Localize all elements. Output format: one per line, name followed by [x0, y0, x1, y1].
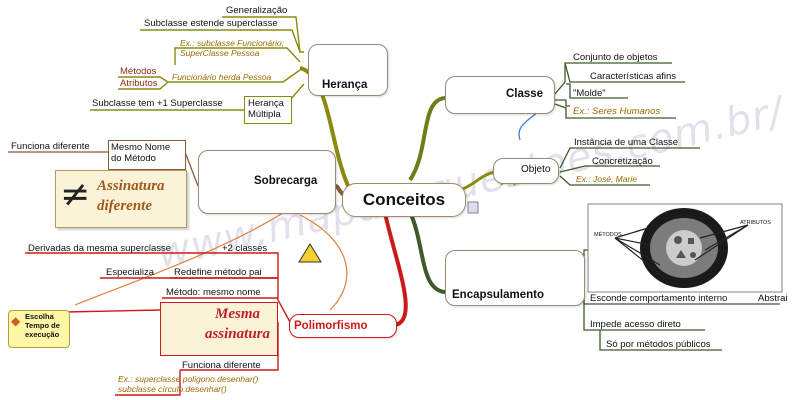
polim-mesma-assinatura: Mesma assinatura: [204, 306, 271, 342]
heranca-atributos: Atributos: [120, 78, 158, 89]
encapsulation-diagram: [587, 203, 783, 293]
classe-node[interactable]: [445, 76, 555, 114]
heranca-exemplo: Ex.: subclasse Funcionário; SuperClasse …: [180, 38, 284, 58]
central-label: Conceitos: [362, 190, 446, 209]
encapsulamento-so-metodos: Só por métodos públicos: [606, 339, 711, 350]
polimorfismo-label: Polimorfismo: [294, 320, 368, 332]
sobrecarga-node[interactable]: [198, 150, 336, 214]
heranca-metodos: Métodos: [120, 66, 157, 77]
encapsulamento-diagram-atributos: ATRIBUTOS: [740, 220, 771, 226]
polim-duas-classes: +2 classes: [222, 243, 268, 254]
encapsulamento-impede: Impede acesso direto: [590, 319, 681, 330]
classe-caracteristicas: Características afins: [590, 71, 677, 82]
encapsulamento-esconde: Esconde comportamento interno: [590, 293, 728, 304]
sobrecarga-funciona: Funciona diferente: [11, 141, 90, 152]
encapsulamento-abstrai: Abstrai: [758, 293, 788, 304]
polim-metodo-nome: Método: mesmo nome: [166, 287, 261, 298]
polim-derivadas: Derivadas da mesma superclasse: [28, 243, 172, 254]
encapsulamento-node[interactable]: [445, 250, 585, 306]
heranca-subclasse-mais: Subclasse tem +1 Superclasse: [92, 98, 223, 109]
classe-label: Classe: [506, 88, 544, 100]
mesma-assinatura-card: [160, 302, 278, 356]
classe-conjunto: Conjunto de objetos: [573, 52, 658, 63]
objeto-label: Objeto: [521, 164, 551, 175]
polim-exemplo: Ex.: superclasse poligono.desenhar() sub…: [118, 374, 259, 394]
central-node[interactable]: Conceitos: [342, 183, 466, 217]
classe-molde: "Molde": [573, 88, 606, 99]
heranca-herda: Funcionário herda Pessoa: [172, 72, 272, 82]
encapsulamento-diagram-metodos: MÉTODOS: [594, 232, 622, 238]
objeto-node[interactable]: [493, 158, 559, 184]
encapsulamento-label: Encapsulamento: [452, 289, 545, 301]
neq-symbol: ≠: [60, 174, 91, 215]
heranca-node[interactable]: [308, 44, 388, 96]
polim-escolha: Escolha Tempo de execução: [25, 312, 60, 339]
polimorfismo-node[interactable]: [289, 314, 397, 338]
objeto-concretizacao: Concretização: [592, 156, 653, 167]
objeto-instancia: Instância de uma Classe: [574, 137, 679, 148]
polim-redefine: Redefine método pai: [174, 267, 262, 278]
sobrecarga-mesmo-nome-box[interactable]: [108, 140, 186, 170]
escolha-card: [8, 310, 70, 348]
assinatura-title: Assinatura diferente: [97, 178, 165, 214]
polim-funciona: Funciona diferente: [182, 360, 261, 371]
heranca-generalizacao: Generalização: [226, 5, 288, 16]
heranca-label: Herança: [322, 79, 368, 91]
classe-exemplo: Ex.: Seres Humanos: [573, 106, 661, 117]
polim-especializa: Especializa: [106, 267, 155, 278]
sobrecarga-mesmo-nome: Mesmo Nome do Método: [111, 142, 171, 164]
heranca-subclasse-estende: Subclasse estende superclasse: [144, 18, 278, 29]
heranca-multipla: Herança Múltipla: [248, 98, 284, 120]
sobrecarga-label: Sobrecarga: [254, 175, 318, 187]
assinatura-diferente-card: [55, 170, 187, 228]
escolha-icon: ◆: [11, 314, 21, 328]
objeto-exemplo: Ex.: José, Marie: [576, 174, 637, 184]
heranca-multipla-box[interactable]: [244, 96, 292, 124]
